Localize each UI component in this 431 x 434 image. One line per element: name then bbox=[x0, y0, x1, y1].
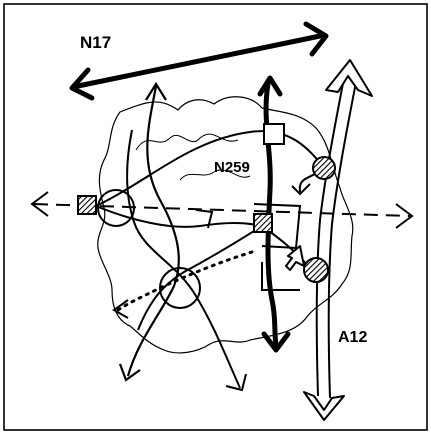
label-a12: A12 bbox=[338, 329, 367, 346]
left-wavy-road bbox=[126, 85, 180, 377]
hollow-arrow-icon bbox=[285, 245, 305, 271]
circle-left bbox=[97, 189, 135, 227]
connector-left-to-center bbox=[95, 205, 263, 228]
settlement-outline bbox=[97, 96, 354, 354]
node-center-icon bbox=[253, 213, 273, 233]
circle-lower bbox=[159, 267, 201, 309]
node-right-lower-icon bbox=[303, 257, 329, 283]
a12-road-arrow bbox=[303, 59, 373, 421]
block-top-square bbox=[263, 123, 285, 145]
block-center-bracket bbox=[253, 203, 302, 250]
settlement-internal-lines bbox=[135, 133, 251, 181]
connector-center-to-lower bbox=[137, 225, 263, 331]
east-west-dashed-axis bbox=[30, 191, 414, 229]
node-right-upper-icon bbox=[312, 156, 336, 180]
hook-arrow-head bbox=[291, 183, 311, 196]
block-small-seven bbox=[195, 209, 214, 229]
left-inner-wavy-road bbox=[126, 129, 241, 389]
connector-upper-curve bbox=[95, 130, 325, 207]
node-left-icon bbox=[77, 195, 97, 215]
block-lower-bracket bbox=[261, 262, 300, 291]
n17-road-arrow bbox=[69, 21, 329, 101]
label-n17: N17 bbox=[80, 33, 111, 52]
frame-border bbox=[3, 3, 428, 431]
label-n259: N259 bbox=[214, 159, 250, 176]
